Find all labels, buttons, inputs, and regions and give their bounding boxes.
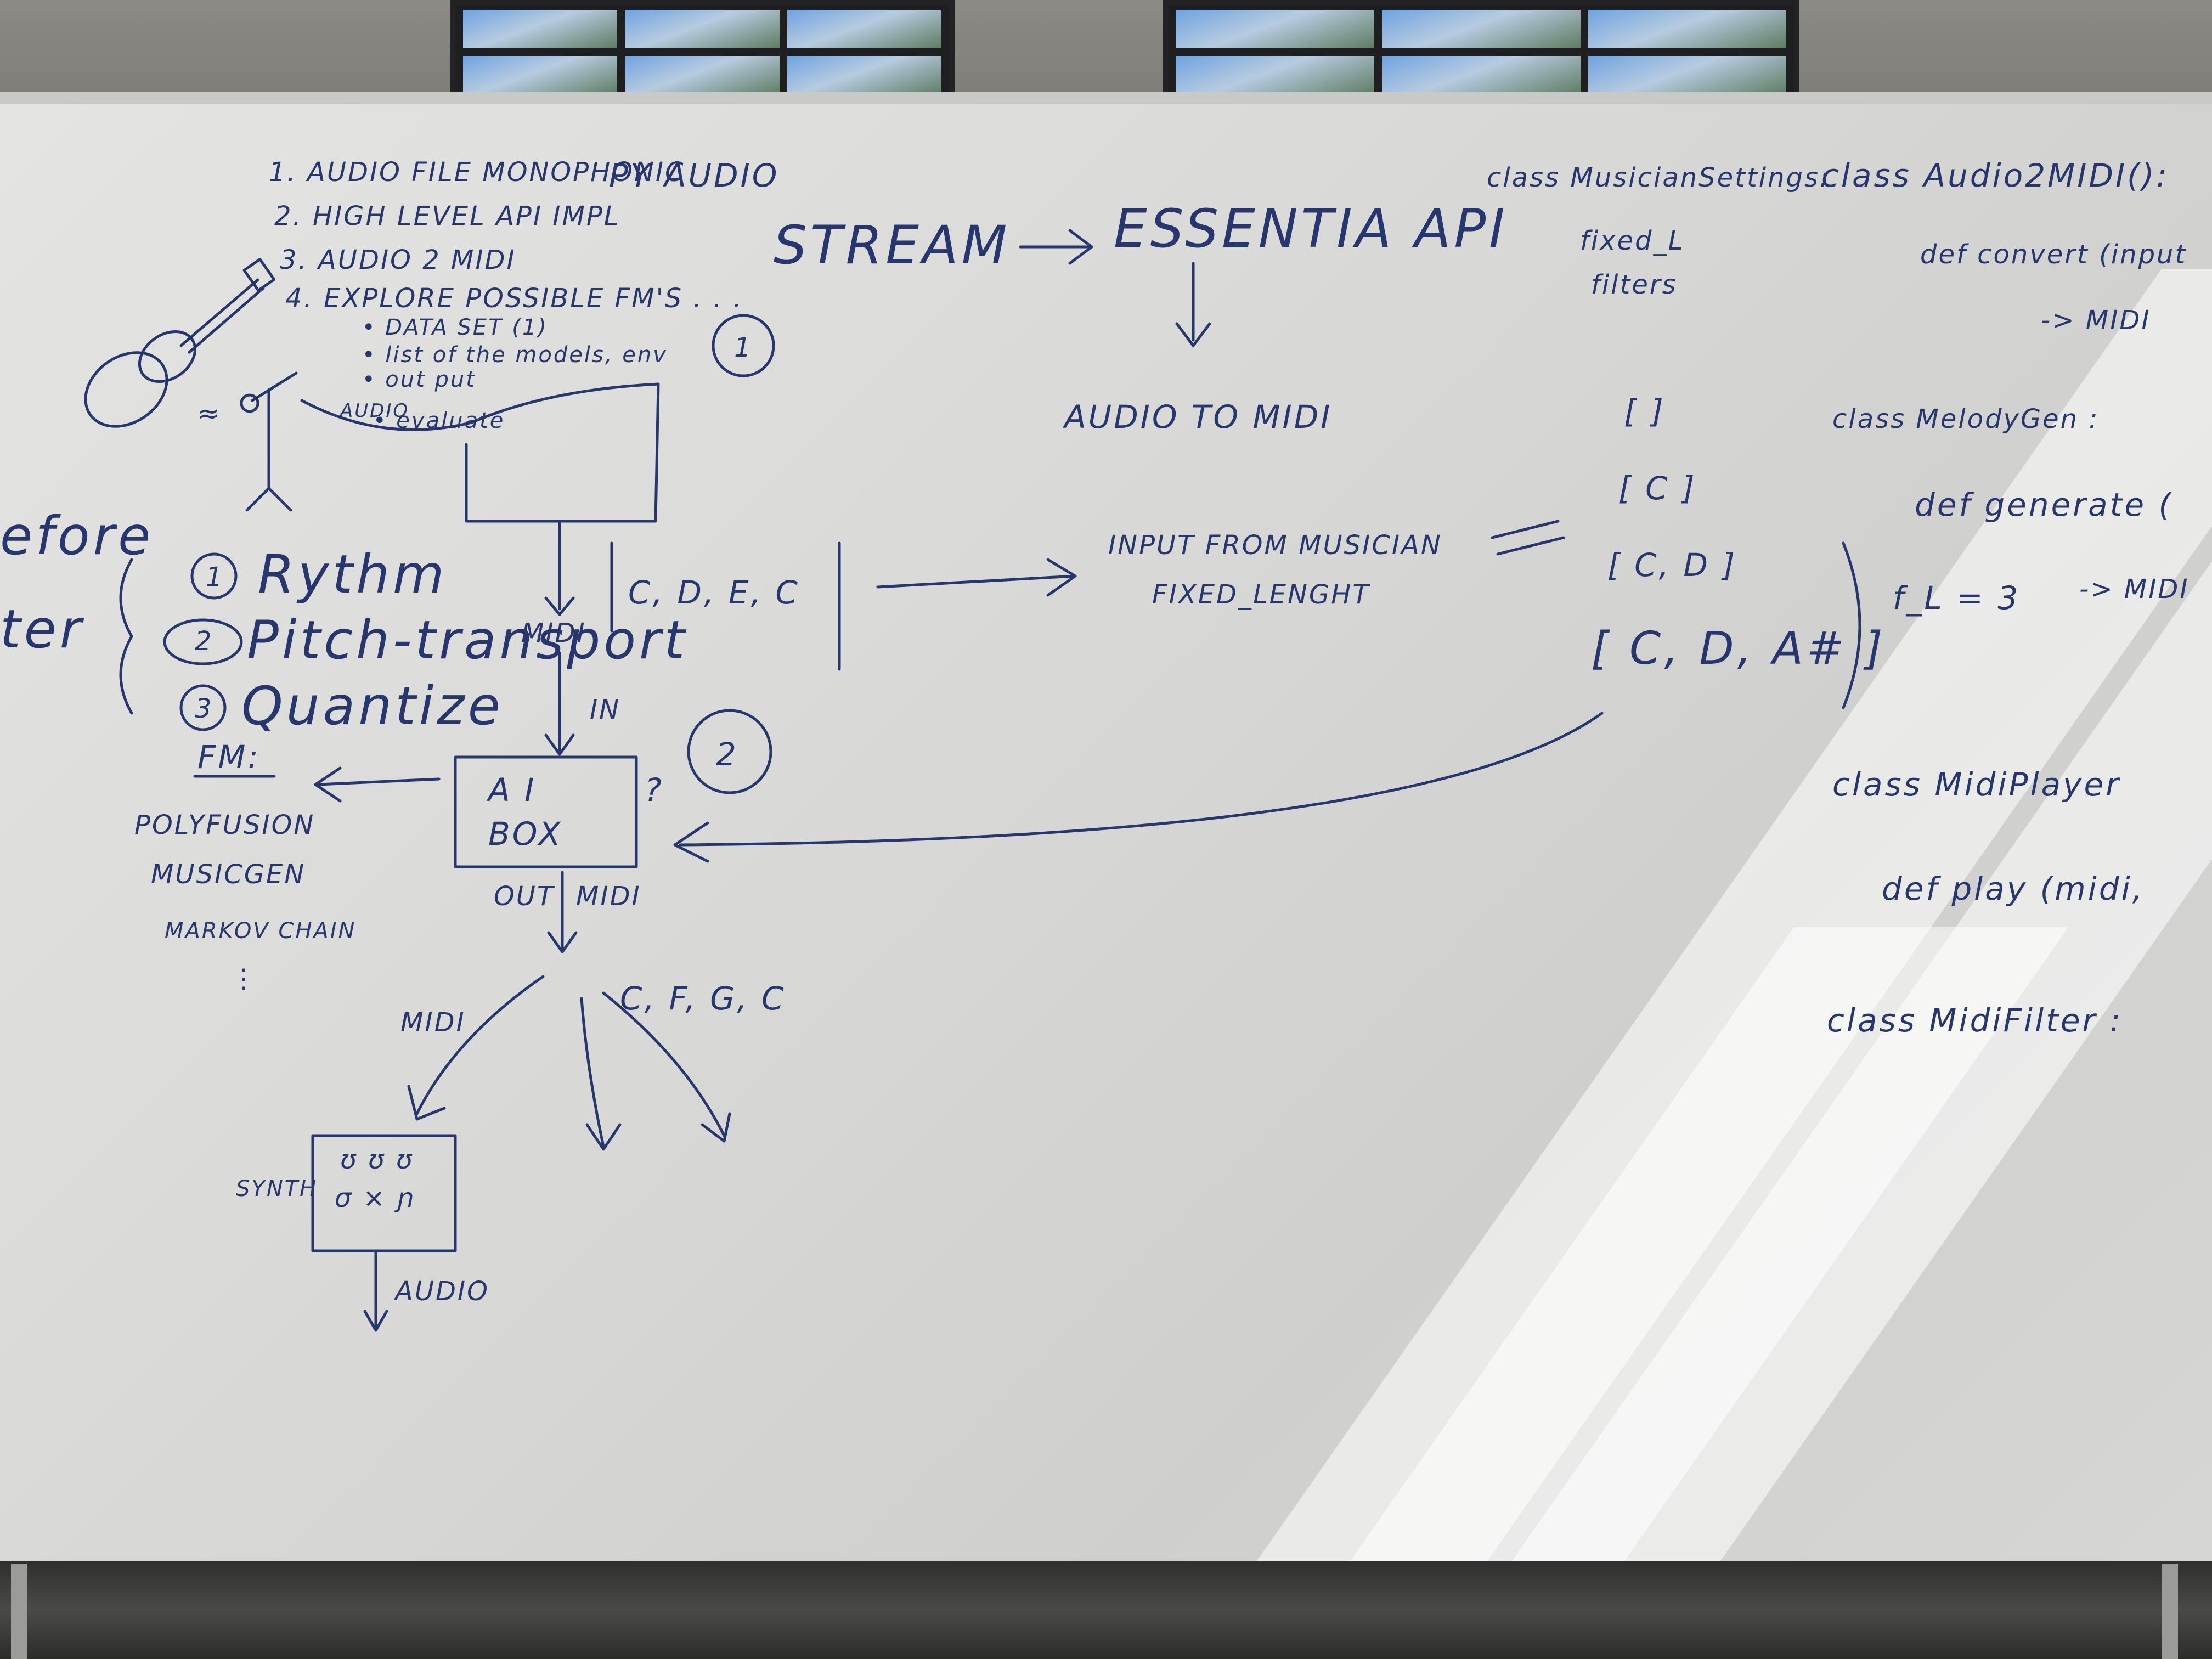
floor [0, 1561, 2212, 1659]
svg-text:2: 2 [195, 626, 213, 657]
class-melody-gen: class MelodyGen : [1832, 404, 2100, 435]
fm-item: ⋮ [230, 963, 258, 994]
todo-item: 2. HIGH LEVEL API IMPL [274, 201, 620, 232]
def-play: def play (midi, [1882, 870, 2145, 907]
convert-return: -> MIDI [2041, 305, 2151, 336]
audio-to-midi-label: AUDIO TO MIDI [1062, 398, 1332, 436]
field-fixed-l: fixed_L [1580, 225, 1684, 256]
audio-output-label: AUDIO [393, 1276, 489, 1307]
midi-out-label: MIDI [400, 1007, 466, 1038]
out-midi-label: MIDI [576, 881, 641, 912]
fm-item: MARKOV CHAIN [165, 918, 356, 944]
wall [0, 0, 2212, 110]
sequence-item: [ C, D, A# ] [1591, 623, 1886, 675]
circle-mark [687, 709, 772, 794]
svg-text:3: 3 [195, 693, 213, 724]
audio-box [300, 382, 660, 523]
class-midi-player: class MidiPlayer [1832, 766, 2121, 803]
todo-subitem: • out put [362, 367, 476, 392]
circle-mark [712, 314, 775, 377]
rhythm-label: Rythm [258, 544, 448, 605]
class-audio2midi: class Audio2MIDI(): [1821, 157, 2169, 194]
def-generate: def generate ( [1915, 486, 2173, 523]
todo-item: 4. EXPLORE POSSIBLE FM'S . . . [285, 283, 743, 314]
guitar-sketch: ≈ [84, 258, 298, 512]
svg-text:2: 2 [716, 736, 738, 773]
window-left [450, 0, 955, 104]
class-musician-settings: class MusicianSettings: [1487, 162, 1830, 193]
synth-symbols: ʊ ʊ ʊ [340, 1144, 414, 1175]
sequence-item: [ C, D ] [1607, 546, 1737, 584]
pyaudio-label: PY AUDIO [609, 157, 779, 194]
input-from-musician: INPUT FROM MUSICIAN [1108, 530, 1442, 561]
todo-item: 3. AUDIO 2 MIDI [280, 245, 516, 275]
notes-in: C, D, E, C [628, 574, 800, 611]
whiteboard: 1. AUDIO FILE MONOPHONIC 2. HIGH LEVEL A… [0, 104, 2212, 1564]
handwriting-layer: 1. AUDIO FILE MONOPHONIC 2. HIGH LEVEL A… [0, 157, 2189, 1332]
svg-text:BOX: BOX [488, 815, 563, 853]
processing-list: efore ter 1 Rythm 2 Pitch-transport 3 Qu… [0, 505, 688, 737]
class-notes: class MusicianSettings: fixed_L filters … [1487, 157, 2189, 1039]
midi-label: MIDI [521, 618, 586, 648]
feedback-arrow [679, 712, 1604, 847]
sequence-item: [ C ] [1618, 470, 1697, 507]
board-stand [11, 1564, 27, 1659]
window-right [1163, 0, 1799, 104]
class-midi-filter: class MidiFilter : [1827, 1002, 2123, 1039]
todo-item: 1. AUDIO FILE MONOPHONIC [269, 157, 685, 188]
audio-label: AUDIO [339, 400, 409, 422]
notes-out: C, F, G, C [620, 980, 786, 1017]
out-label: OUT [494, 881, 555, 912]
pitch-label: Pitch-transport [247, 610, 688, 671]
svg-text:A I: A I [486, 771, 536, 809]
synth-label: SYNTH [236, 1176, 318, 1201]
fm-item: MUSICGEN [151, 859, 306, 890]
sequence-item: [ ] [1624, 393, 1666, 430]
todo-subitem: • list of the models, env [362, 342, 668, 368]
field-filters: filters [1591, 269, 1678, 300]
fixed-length-label: FIXED_LENGHT [1152, 579, 1370, 610]
fm-item: POLYFUSION [134, 810, 315, 840]
ai-box [454, 755, 638, 868]
todo-subitem: • DATA SET (1) [362, 315, 548, 340]
essentia-api-label: ESSENTIA API [1114, 198, 1508, 259]
circle-number: 1 [734, 332, 753, 363]
svg-text:?: ? [645, 771, 664, 809]
quantize-label: Quantize [241, 675, 504, 737]
stream-label: STREAM [774, 215, 1010, 276]
in-label: IN [590, 695, 620, 725]
def-convert: def convert (input [1920, 239, 2187, 270]
svg-text:1: 1 [206, 562, 224, 592]
approx-symbol: ≈ [198, 398, 221, 429]
synth-symbols: σ × ɲ [335, 1183, 415, 1214]
generate-return: -> MIDI [2079, 574, 2189, 605]
before-label: efore [0, 505, 154, 567]
fixed-l-value: f_L = 3 [1893, 579, 2020, 617]
fm-title: FM: [198, 738, 261, 776]
after-label: ter [0, 599, 84, 660]
todo-list: 1. AUDIO FILE MONOPHONIC 2. HIGH LEVEL A… [269, 157, 779, 433]
board-stand [2162, 1564, 2178, 1659]
synth-box [311, 1134, 457, 1252]
